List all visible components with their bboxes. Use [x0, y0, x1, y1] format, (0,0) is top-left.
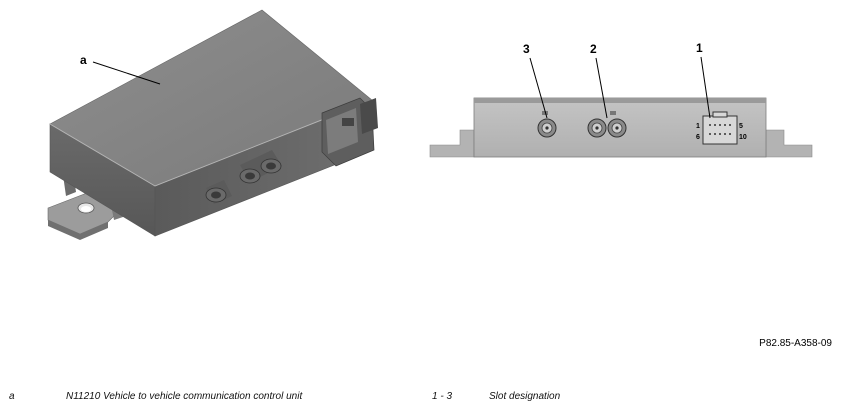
coaxial-socket-pair — [239, 150, 282, 184]
callout-3-label: 3 — [523, 42, 530, 56]
callout-2-label: 2 — [590, 42, 597, 56]
legend-text-slots: Slot designation — [489, 391, 561, 402]
control-unit-end-view: 1 5 6 10 3 2 1 — [429, 41, 813, 158]
pin-label-10: 10 — [739, 134, 747, 141]
slot-2-socket-pair — [587, 111, 627, 138]
callout-1-leader — [700, 56, 711, 119]
legend-key-a: a — [9, 391, 15, 402]
pin-label-6: 6 — [696, 134, 700, 141]
pin-label-5: 5 — [739, 123, 743, 130]
slot-3-socket — [537, 111, 557, 138]
pin-label-1: 1 — [696, 123, 700, 130]
right-flange — [765, 129, 813, 158]
control-unit-isometric-view: a — [47, 9, 378, 240]
callout-1-label: 1 — [696, 41, 703, 55]
callout-2-leader — [595, 57, 608, 119]
coaxial-socket-single — [205, 180, 232, 204]
callout-3-leader — [529, 57, 548, 119]
left-flange — [429, 129, 475, 158]
slot-1-connector: 1 5 6 10 — [696, 111, 747, 145]
callout-a-leader — [92, 61, 161, 85]
legend-text-a: N11210 Vehicle to vehicle communication … — [66, 391, 303, 402]
callout-a-label: a — [80, 53, 87, 67]
figure-reference-code: P82.85-A358-09 — [759, 338, 832, 349]
multipin-connector — [321, 97, 378, 167]
legend-key-slots: 1 - 3 — [432, 391, 453, 402]
